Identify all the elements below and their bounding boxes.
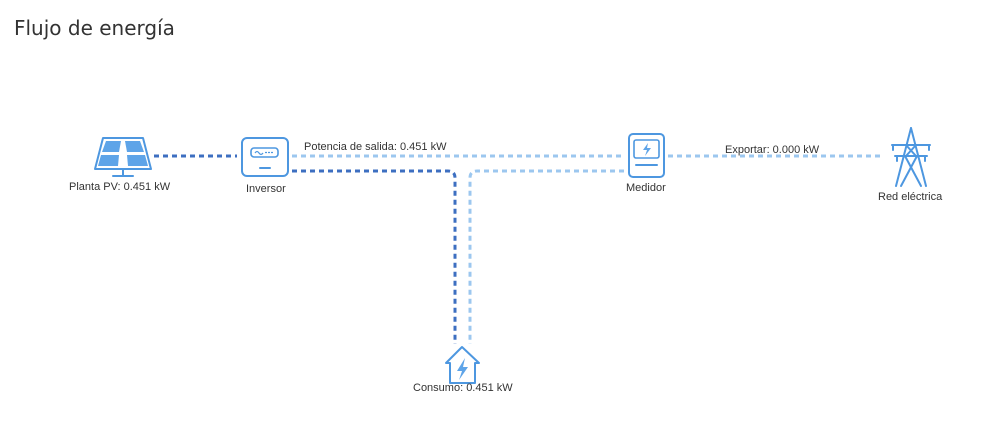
output-power-label: Potencia de salida: 0.451 kW (304, 141, 447, 153)
consumption-label: Consumo: 0.451 kW (413, 382, 513, 394)
flow-lines (154, 154, 884, 344)
inverter-to-consumption-line (292, 169, 457, 344)
meter-label: Medidor (626, 182, 666, 194)
house-lightning-icon (445, 346, 480, 384)
inverter-label: Inversor (246, 183, 286, 195)
inverter-icon (241, 137, 289, 177)
grid-label: Red eléctrica (878, 191, 943, 203)
page-title: Flujo de energía (14, 16, 175, 40)
meter-icon (628, 133, 665, 178)
meter-to-consumption-line (468, 169, 624, 344)
transmission-tower-icon (891, 127, 931, 187)
pv-plant-label: Planta PV: 0.451 kW (69, 181, 171, 193)
export-label: Exportar: 0.000 kW (725, 144, 820, 156)
solar-panel-icon (94, 137, 152, 177)
